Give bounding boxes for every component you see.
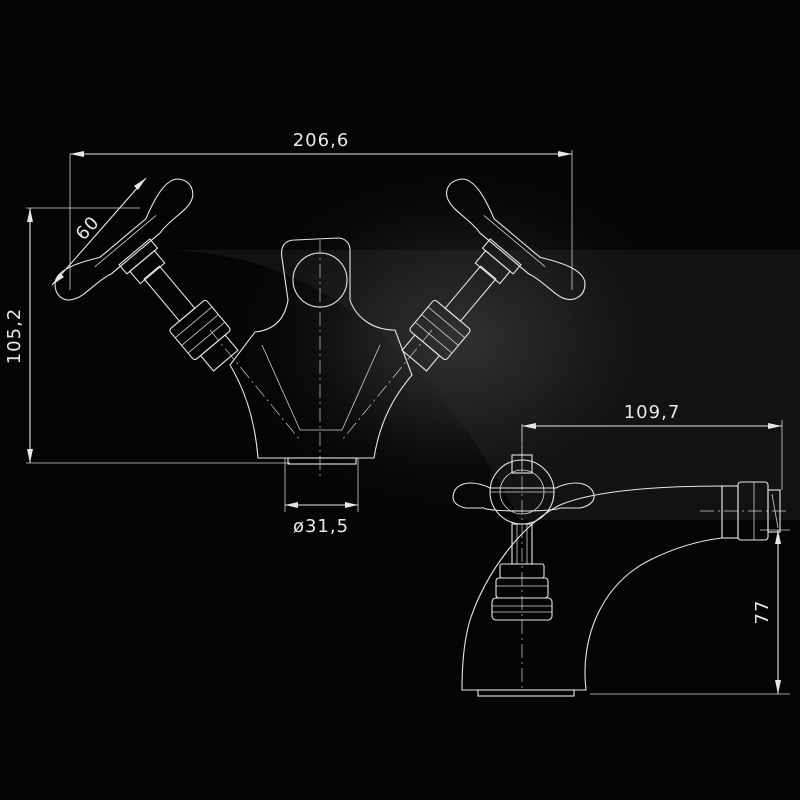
side-view: 109,7 77 xyxy=(452,402,790,697)
background-glow xyxy=(160,160,800,560)
side-depth-label: 109,7 xyxy=(624,402,681,423)
angle-label: 60 xyxy=(72,212,104,245)
right-handle-assembly xyxy=(401,178,586,372)
tap-body-side xyxy=(461,481,790,697)
dimension-side-depth: 109,7 xyxy=(521,402,783,490)
base-diameter-label: ø31,5 xyxy=(293,516,349,537)
dimension-height: 105,2 xyxy=(4,207,290,464)
height-label: 105,2 xyxy=(4,308,25,365)
front-view: 206,6 105,2 60 ø31,5 xyxy=(4,130,586,537)
dimension-base-diameter: ø31,5 xyxy=(284,458,359,537)
side-height-label: 77 xyxy=(752,600,773,625)
overall-width-label: 206,6 xyxy=(293,130,350,151)
left-handle-assembly xyxy=(54,178,239,372)
dimension-side-height: 77 xyxy=(590,529,790,695)
dimension-overall-width: 206,6 xyxy=(69,130,573,290)
side-handle-assembly xyxy=(452,428,595,690)
